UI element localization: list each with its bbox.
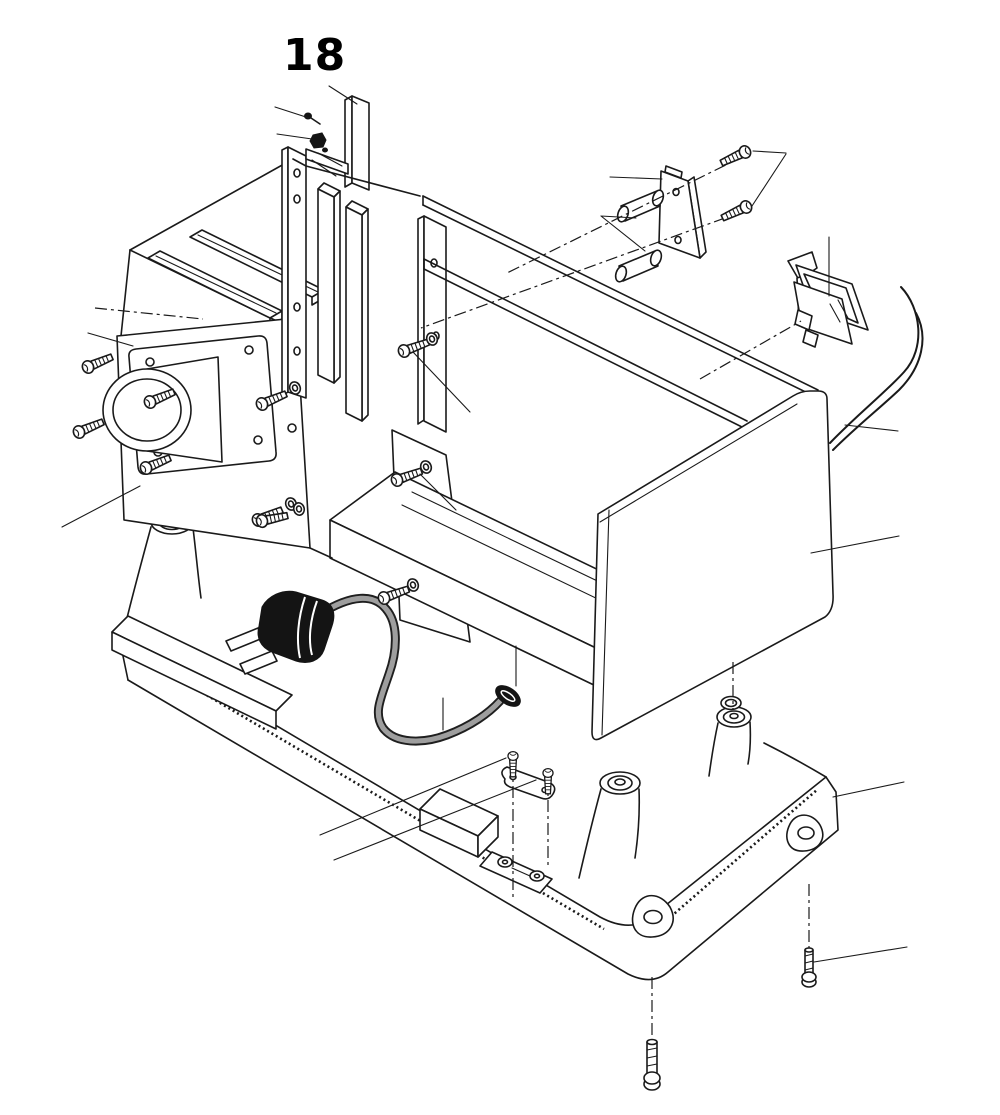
power-plug [225, 590, 335, 675]
guide-bar-1 [317, 182, 341, 384]
vertical-plate-front [281, 146, 307, 399]
guide-post [344, 95, 370, 191]
motor-bearing-cylinder [102, 356, 223, 463]
rocker-switch [793, 264, 869, 348]
switch-wires [829, 286, 924, 451]
spacer-2 [614, 249, 663, 283]
leader-lines [61, 85, 908, 963]
base-block [419, 788, 499, 858]
base-bolt-center [643, 1038, 661, 1091]
strain-relief-grommet [495, 685, 521, 707]
post-set-screw [304, 112, 328, 153]
motor-assembly [102, 317, 311, 549]
base-boss-left [578, 771, 641, 879]
long-rails [292, 158, 823, 429]
flange-screw-2 [70, 415, 107, 441]
base-bolt-right [801, 947, 817, 988]
base-foot-pad-right [786, 814, 824, 852]
flange-screw-1 [79, 350, 116, 376]
cord-clamp-pad [479, 851, 553, 894]
guide-bar-2 [345, 200, 369, 422]
power-cord-assembly [225, 590, 521, 746]
centerlines [94, 154, 810, 1042]
fasteners [70, 112, 817, 1091]
bracket-screw-1 [717, 143, 754, 170]
base-ledge [111, 615, 293, 730]
bracket-screw-2 [718, 198, 755, 225]
end-cover-panel [591, 390, 834, 741]
base-boss-right [708, 706, 752, 777]
part-number-label: 18 [283, 30, 347, 81]
terminal-bracket-plate [658, 165, 707, 259]
spacer-1 [616, 189, 665, 223]
vertical-plate-rear [417, 215, 447, 433]
base-foot-pad-front [631, 894, 674, 938]
